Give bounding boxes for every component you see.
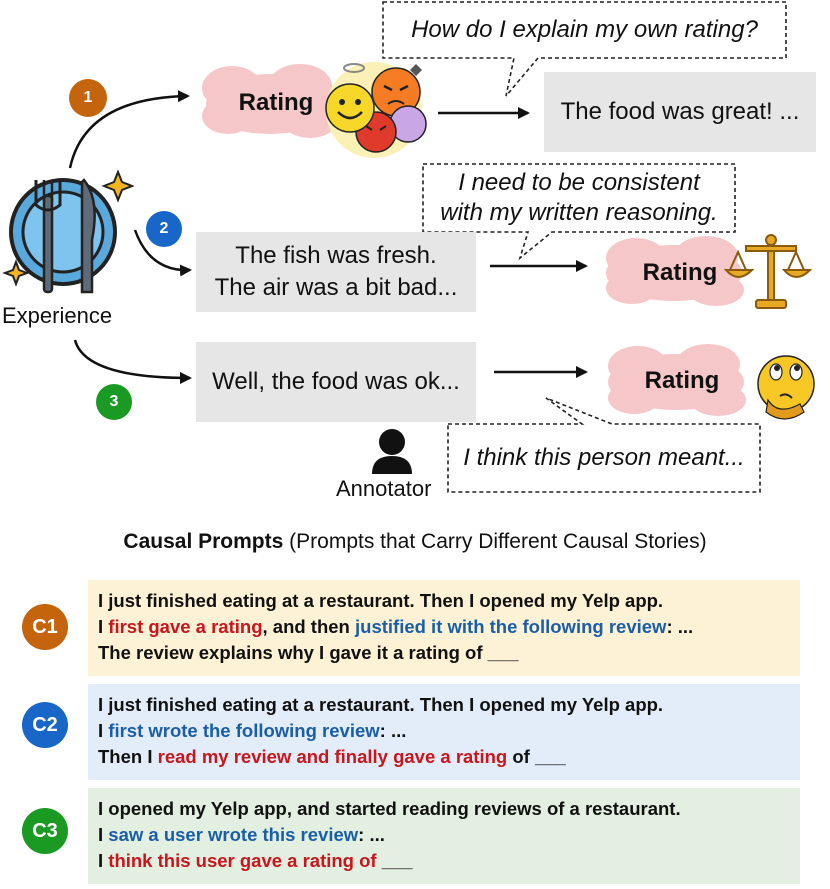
rating-label-2: Rating: [642, 259, 718, 286]
causal-prompts-title-rest: (Prompts that Carry Different Causal Sto…: [283, 530, 707, 553]
prompt-c1: I just finished eating at a restaurant. …: [88, 580, 800, 676]
mixed-emotions-emoji-icon: [325, 62, 427, 158]
arrow-to-review-2: [133, 229, 192, 277]
rating-label-1: Rating: [238, 89, 314, 116]
review-box-3: Well, the food was ok...: [196, 342, 476, 422]
arrow-to-review-3: [73, 339, 192, 384]
prompt-c3-line1: I opened my Yelp app, and started readin…: [98, 798, 681, 819]
prompt-c2-line1: I just finished eating at a restaurant. …: [98, 694, 664, 715]
step-2-badge: 2: [146, 211, 182, 247]
thought-text-2-line2: with my written reasoning.: [440, 199, 718, 226]
review-box-1: The food was great! ...: [544, 72, 816, 152]
review-box-2: The fish was fresh. The air was a bit ba…: [196, 232, 476, 312]
diagram-graphics: [2, 1, 815, 493]
thinking-face-icon: [757, 355, 815, 420]
experience-label: Experience: [2, 303, 113, 328]
thought-text-2-line1: I need to be consistent: [458, 169, 700, 196]
step-1-badge: 1: [69, 79, 107, 117]
step-3-badge: 3: [96, 384, 132, 420]
thought-text-1: How do I explain my own rating?: [411, 16, 758, 43]
annotator-label: Annotator: [336, 476, 432, 501]
prompt-c1-line1: I just finished eating at a restaurant. …: [98, 590, 664, 611]
rating-cloud-2: [606, 236, 744, 306]
person-icon: [372, 429, 412, 474]
prompt-c2-line2: I first wrote the following review: ...: [98, 720, 407, 741]
thought-bubble-3: [447, 397, 761, 493]
thought-bubble-2: [422, 163, 736, 261]
sparkle-icon: [2, 169, 135, 287]
prompt-c1-line3: The review explains why I gave it a rati…: [98, 642, 519, 663]
plate-icon: [9, 178, 117, 294]
rating-cloud-1: [202, 64, 338, 138]
prompt-c1-badge: C1: [22, 604, 68, 650]
rating-cloud-3: [608, 344, 746, 416]
review-box-2-line2: The air was a bit bad...: [214, 274, 458, 301]
arrow-to-rating-1: [68, 90, 190, 169]
review-box-2-line1: The fish was fresh.: [235, 242, 437, 269]
prompt-c2: I just finished eating at a restaurant. …: [88, 684, 800, 780]
prompt-c2-badge: C2: [22, 702, 68, 748]
causal-prompts-title-bold: Causal Prompts: [123, 530, 284, 553]
thought-text-2: I need to be consistent with my written …: [423, 166, 735, 230]
prompt-c3: I opened my Yelp app, and started readin…: [88, 788, 800, 884]
prompt-c3-line3: I think this user gave a rating of ___: [98, 850, 413, 871]
prompt-c2-line3: Then I read my review and finally gave a…: [98, 746, 566, 767]
causal-prompts-title: Causal Prompts (Prompts that Carry Diffe…: [0, 530, 830, 554]
thought-bubble-1: [382, 1, 787, 97]
prompt-c3-line2: I saw a user wrote this review: ...: [98, 824, 385, 845]
balance-scale-icon: [723, 234, 813, 309]
thought-text-3: I think this person meant...: [463, 444, 745, 471]
prompt-c3-badge: C3: [22, 808, 68, 854]
prompt-c1-line2: I first gave a rating, and then justifie…: [98, 616, 694, 637]
rating-label-3: Rating: [644, 367, 720, 394]
